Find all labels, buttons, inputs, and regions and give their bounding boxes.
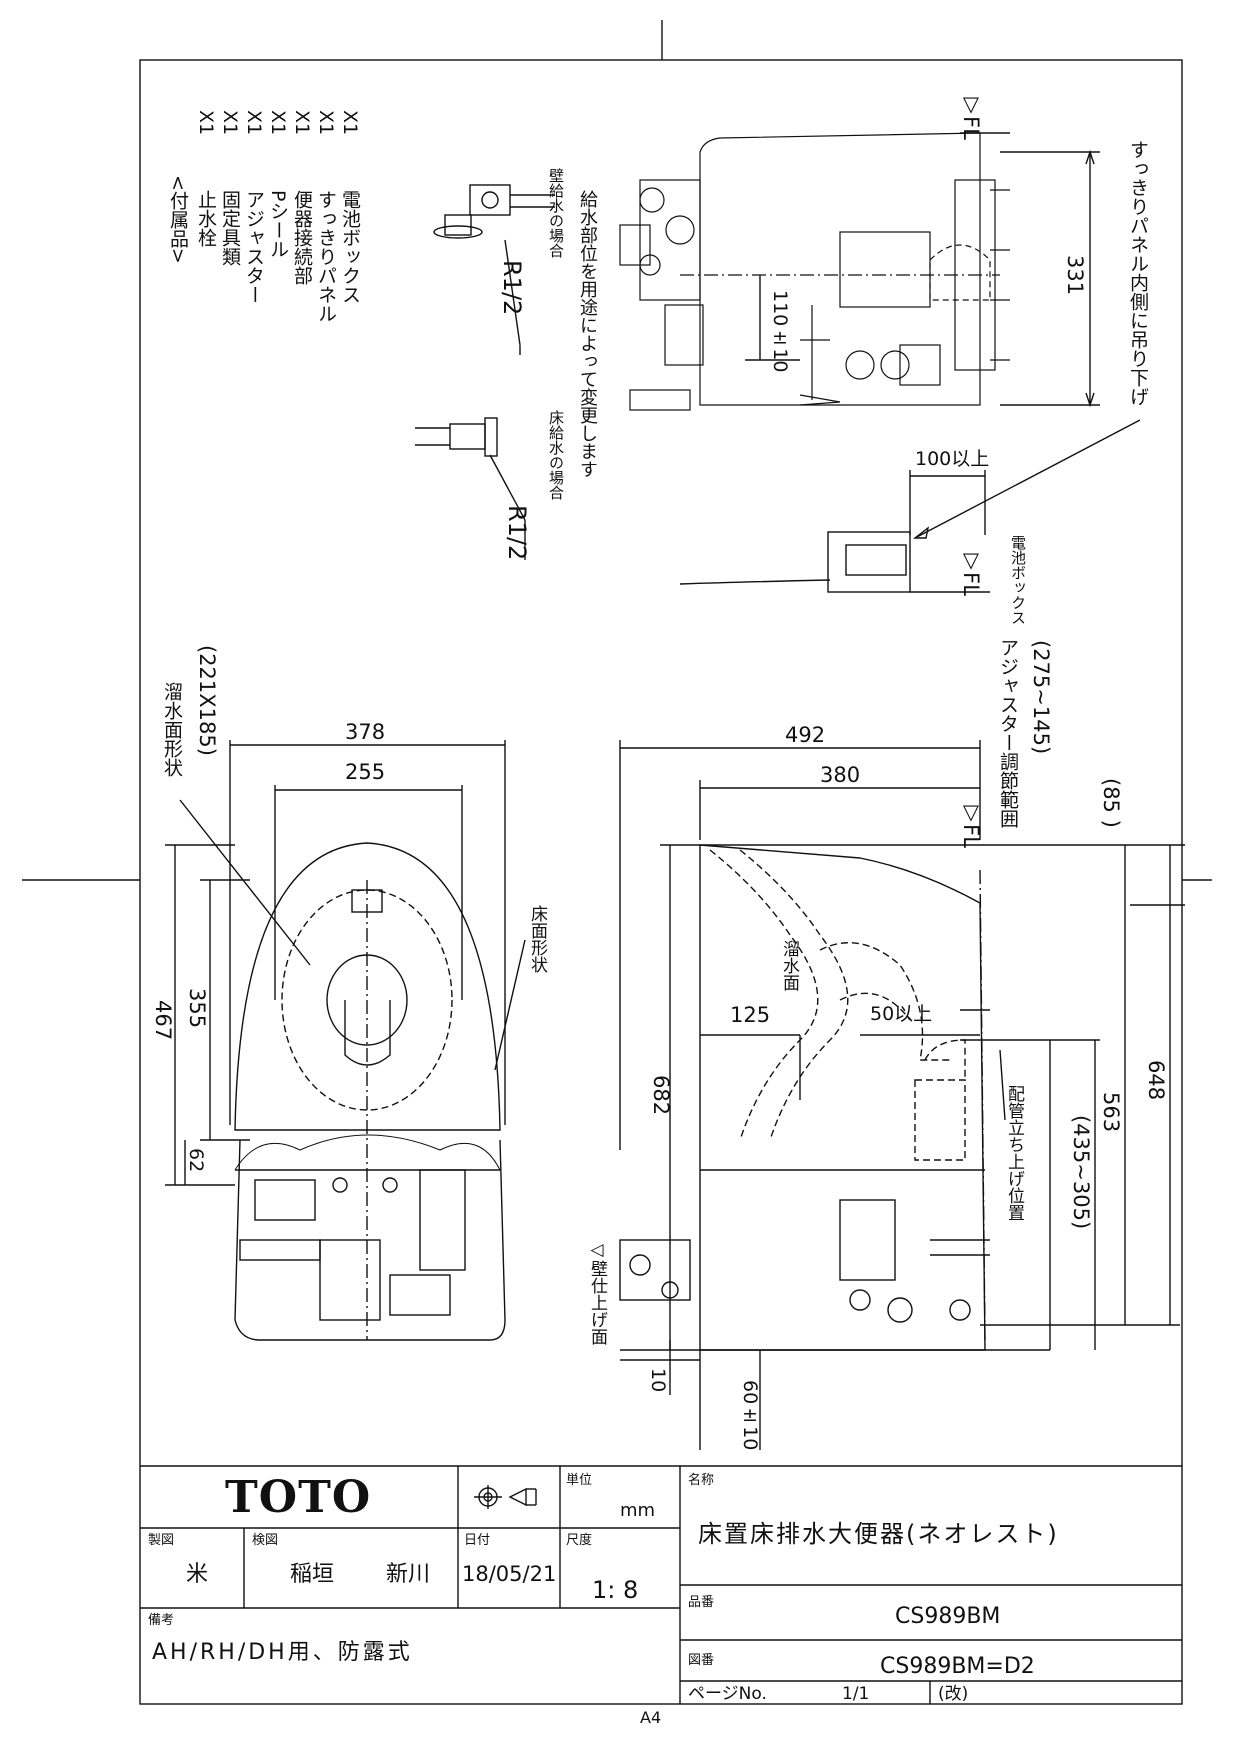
r12-top-label: R1/2: [498, 260, 526, 316]
panel-note-label: すっきりパネル内側に吊り下げ: [1127, 140, 1149, 406]
fl-battery-label: ▽FL: [959, 548, 983, 596]
dim-60: 60±10: [739, 1380, 761, 1451]
adjuster-values-label: (275~145): [1029, 640, 1053, 755]
battery-box-drawing: [679, 531, 990, 593]
adjuster-range-label: アジャスター調節範囲: [997, 638, 1019, 828]
accessory-qty-6: X1: [315, 110, 337, 136]
paper-size: A4: [640, 1708, 662, 1727]
floor-supply-label: 床給水の場合: [547, 410, 565, 500]
accessory-item-7: 電池ボックス: [339, 190, 361, 304]
projection-symbol: [474, 1485, 537, 1509]
supply-note-label: 給水部位を用途によって変更します: [577, 190, 598, 478]
scale-label: 尺度: [566, 1533, 593, 1548]
drawing-number-value: CS989BM=D2: [880, 1654, 1035, 1679]
water-surface-size-label: (221X185): [195, 645, 219, 756]
accessory-qty-4: X1: [267, 110, 289, 136]
dim-10: 10: [647, 1368, 669, 1393]
dim-435: (435~305): [1069, 1115, 1093, 1230]
brand-logo: TOTO: [225, 1472, 372, 1523]
scale-value: 1: 8: [592, 1576, 639, 1604]
dim-355: 355: [185, 988, 209, 1029]
dim-682: 682: [649, 1075, 673, 1116]
dim-125: 125: [730, 1003, 771, 1027]
dim-467: 467: [151, 1000, 175, 1041]
pipe-position-label: 配管立ち上げ位置: [1004, 1085, 1024, 1221]
checked-value-1: 稲垣: [290, 1562, 335, 1587]
accessory-qty-5: X1: [291, 110, 313, 136]
dim-100: 100以上: [915, 448, 990, 470]
side-view: [619, 844, 990, 1351]
page-value: 1/1: [842, 1684, 870, 1704]
wall-supply-label: 壁給水の場合: [547, 168, 565, 258]
dim-380: 380: [820, 763, 861, 787]
checked-label: 検図: [252, 1533, 279, 1548]
floor-shape-label: 床面形状: [527, 905, 547, 973]
accessory-item-1: 止水栓: [195, 190, 217, 247]
water-surface-label: 溜水面: [779, 940, 799, 991]
part-label: 品番: [688, 1595, 715, 1610]
checked-value-2: 新川: [386, 1562, 431, 1587]
fl-side-label: ▽FL: [959, 800, 983, 848]
name-label: 名称: [688, 1473, 715, 1488]
dim-255: 255: [345, 760, 386, 784]
accessory-qty-3: X1: [243, 110, 265, 136]
floor-supply-fitting: [415, 417, 498, 457]
accessory-item-3: アジャスター: [243, 190, 265, 304]
water-surface-shape-label: 溜水面形状: [161, 682, 183, 777]
dim-378: 378: [345, 720, 386, 744]
wall-finish-label: ◁壁仕上げ面: [587, 1240, 607, 1345]
dim-62: 62: [185, 1148, 207, 1173]
rear-view: [619, 132, 1010, 411]
dim-331: 331: [1063, 255, 1087, 296]
unit-value: mm: [620, 1500, 656, 1521]
drawn-label: 製図: [148, 1533, 175, 1548]
remarks-label: 備考: [148, 1613, 175, 1628]
remarks-value: AH/RH/DH用、防露式: [152, 1640, 413, 1665]
r12-bottom-label: R1/2: [503, 505, 531, 561]
title-block-grid: [140, 1465, 1182, 1704]
unit-label: 単位: [566, 1473, 593, 1488]
revision-label: (改): [938, 1684, 969, 1704]
part-value: CS989BM: [895, 1604, 1001, 1629]
accessory-qty-7: X1: [339, 110, 361, 136]
accessory-item-6: すっきりパネル: [315, 190, 337, 323]
dim-50: 50以上: [870, 1003, 933, 1025]
accessory-item-2: 固定具類: [219, 190, 241, 266]
date-label: 日付: [464, 1533, 491, 1548]
accessory-item-5: 便器接続部: [291, 190, 313, 285]
dim-492: 492: [785, 723, 826, 747]
battery-box-label: 電池ボックス: [1009, 535, 1027, 625]
dim-85: (85 ): [1099, 778, 1123, 828]
fl-top-label: ▽FL: [959, 92, 983, 140]
page-label: ページNo.: [688, 1684, 767, 1704]
dim-563: 563: [1099, 1092, 1123, 1133]
accessory-qty-1: X1: [195, 110, 217, 136]
drawing-frame: [139, 59, 1183, 1705]
dim-110: 110±10: [769, 290, 791, 373]
date-value: 18/05/21: [462, 1562, 557, 1586]
accessory-item-4: Pシール: [267, 190, 289, 259]
accessory-qty-2: X1: [219, 110, 241, 136]
plan-view: [234, 842, 506, 1341]
drawing-number-label: 図番: [688, 1653, 715, 1668]
dim-648: 648: [1144, 1060, 1168, 1101]
drawn-value: 米: [186, 1562, 209, 1587]
wall-supply-fitting: [433, 184, 555, 239]
accessory-heading: <付属品>: [167, 175, 189, 264]
name-value: 床置床排水大便器(ネオレスト): [698, 1520, 1059, 1548]
